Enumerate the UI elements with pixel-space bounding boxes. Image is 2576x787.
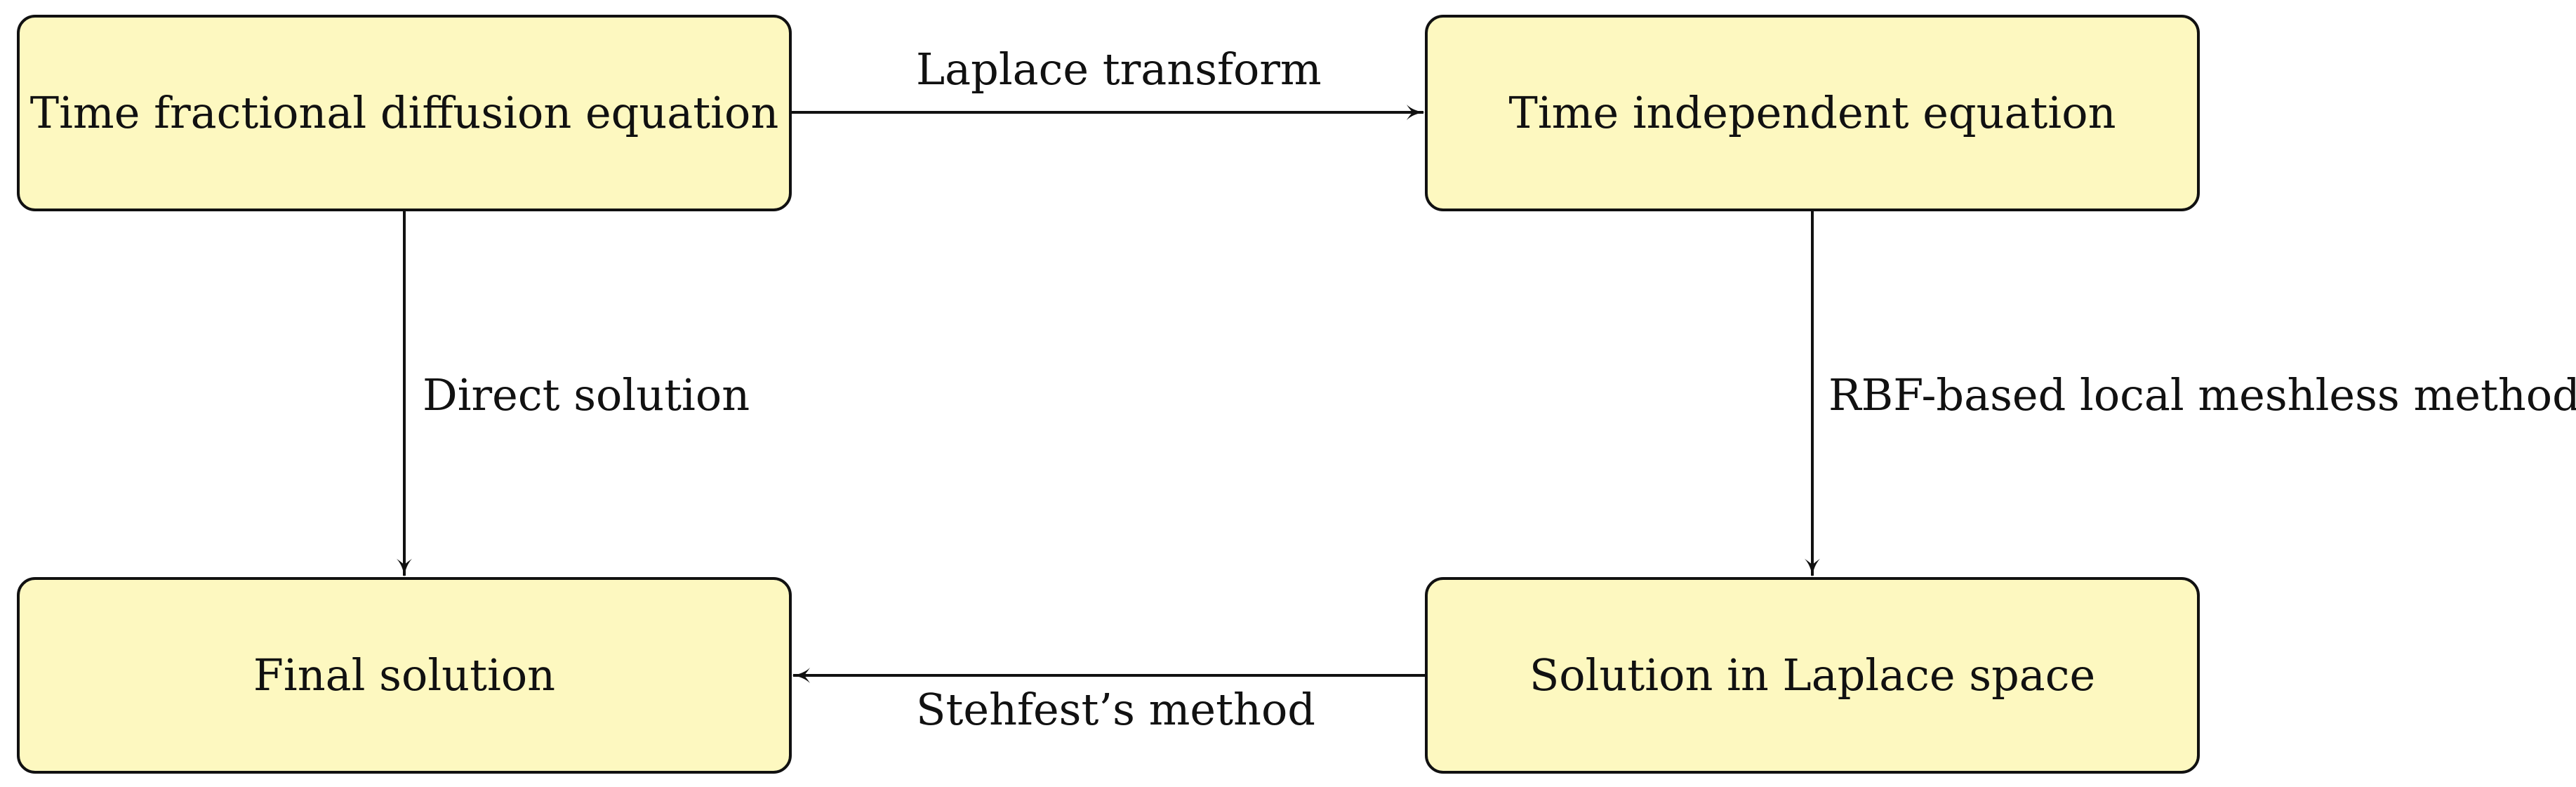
node-final-solution: Final solution (17, 577, 792, 774)
node-label: Solution in Laplace space (1529, 649, 2096, 701)
edge-label-laplace-transform: Laplace transform (916, 44, 1322, 95)
edge-label-direct-solution: Direct solution (423, 369, 750, 421)
edge-label-stehfest-method: Stehfest’s method (916, 684, 1315, 735)
node-label: Time independent equation (1508, 86, 2116, 138)
node-time-independent-equation: Time independent equation (1425, 15, 2200, 211)
node-time-fractional-diffusion-equation: Time fractional diffusion equation (17, 15, 792, 211)
node-solution-in-laplace-space: Solution in Laplace space (1425, 577, 2200, 774)
edge-label-rbf-method: RBF-based local meshless method (1828, 369, 2576, 421)
node-label: Time fractional diffusion equation (29, 86, 779, 138)
node-label: Final solution (253, 649, 556, 701)
